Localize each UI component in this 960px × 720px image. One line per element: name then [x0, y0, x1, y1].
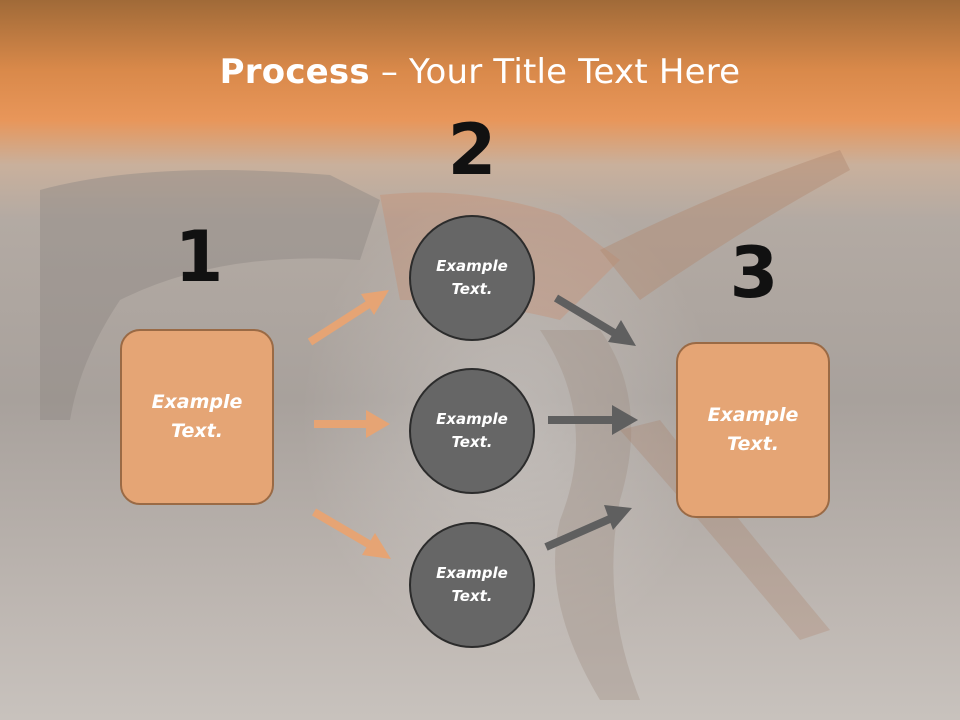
circle-bottom-line2: Text.	[451, 587, 493, 605]
step-1-label-line2: Text.	[171, 420, 223, 442]
circle-bottom-line1: Example	[436, 564, 508, 582]
step-number-1: 1	[174, 216, 224, 298]
step-3-label-line2: Text.	[727, 433, 779, 455]
arrow-2c-to-3	[544, 505, 632, 551]
circle-top-line1: Example	[436, 257, 508, 275]
arrow-1-to-2c	[311, 508, 391, 559]
title-bold: Process	[219, 52, 370, 92]
slide-title: Process – Your Title Text Here	[0, 52, 960, 92]
title-separator: –	[369, 52, 410, 92]
step-2-circle-top[interactable]: Example Text.	[409, 215, 535, 341]
arrow-1-to-2b	[314, 410, 390, 438]
arrow-2a-to-3	[553, 294, 636, 346]
step-number-3: 3	[729, 232, 779, 314]
step-3-box[interactable]: Example Text.	[676, 342, 830, 518]
step-2-circle-bottom[interactable]: Example Text.	[409, 522, 535, 648]
circle-middle-line2: Text.	[451, 433, 493, 451]
step-2-circle-middle[interactable]: Example Text.	[409, 368, 535, 494]
circle-top-line2: Text.	[451, 280, 493, 298]
step-1-label: Example Text.	[142, 388, 252, 446]
circle-middle-line1: Example	[436, 410, 508, 428]
step-number-2: 2	[447, 109, 497, 191]
title-text: Your Title Text Here	[409, 52, 741, 92]
circle-top-label: Example Text.	[427, 255, 517, 301]
step-3-label: Example Text.	[698, 401, 808, 459]
circle-bottom-label: Example Text.	[427, 562, 517, 608]
arrow-1-to-2a	[307, 290, 389, 346]
step-1-label-line1: Example	[151, 391, 243, 413]
step-3-label-line1: Example	[707, 404, 799, 426]
arrow-2b-to-3	[548, 405, 638, 435]
step-1-box[interactable]: Example Text.	[120, 329, 274, 505]
circle-middle-label: Example Text.	[427, 408, 517, 454]
